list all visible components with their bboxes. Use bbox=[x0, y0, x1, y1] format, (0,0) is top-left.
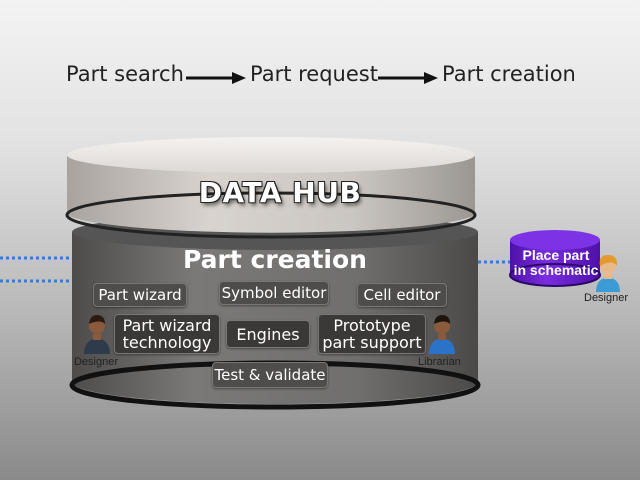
side-designer-person-icon bbox=[596, 255, 620, 292]
data-hub-title: DATA HUB bbox=[198, 176, 362, 209]
side-cylinder bbox=[509, 230, 601, 287]
test-validate-box: Test & validate bbox=[212, 362, 328, 388]
flow-step-part-search: Part search bbox=[66, 62, 184, 86]
part-creation-title: Part creation bbox=[183, 245, 367, 274]
place-part-label: Place part in schematic bbox=[508, 248, 604, 278]
part-wizard-technology-box: Part wizard technology bbox=[114, 314, 220, 354]
flow-step-part-request: Part request bbox=[250, 62, 378, 86]
place-part-line-2: in schematic bbox=[513, 262, 599, 278]
librarian-label: Librarian bbox=[418, 356, 461, 368]
prototype-part-support-line-1: Prototype bbox=[333, 316, 411, 335]
symbol-editor-box: Symbol editor bbox=[219, 281, 329, 305]
part-wizard-technology-line-1: Part wizard bbox=[122, 316, 212, 335]
part-wizard-box: Part wizard bbox=[93, 283, 187, 307]
librarian-person-icon bbox=[429, 315, 455, 354]
designer-person-icon bbox=[84, 315, 110, 354]
prototype-part-support-box: Prototype part support bbox=[318, 314, 426, 354]
designer-label-left: Designer bbox=[74, 356, 119, 368]
engines-box: Engines bbox=[226, 320, 310, 348]
flow-step-part-creation: Part creation bbox=[442, 62, 576, 86]
prototype-part-support-line-2: part support bbox=[322, 333, 422, 352]
arrow-right-icon bbox=[186, 72, 246, 84]
place-part-line-1: Place part bbox=[522, 247, 590, 263]
arrow-right-icon bbox=[378, 72, 438, 84]
designer-label-right: Designer bbox=[584, 292, 629, 304]
process-flow: Part search Part request Part creation bbox=[0, 62, 640, 96]
hub-cylinder-lid bbox=[65, 137, 477, 239]
part-wizard-technology-line-2: technology bbox=[122, 333, 212, 352]
cell-editor-box: Cell editor bbox=[357, 283, 447, 307]
